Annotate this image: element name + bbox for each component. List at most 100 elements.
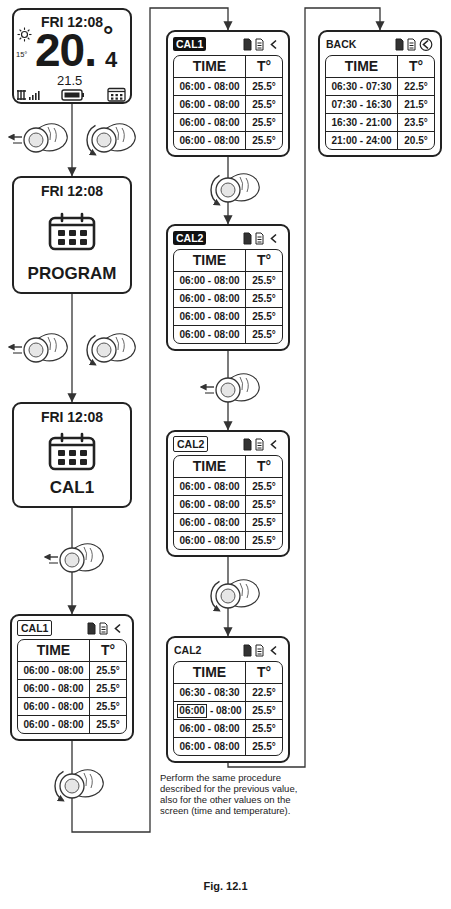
back-chevron xyxy=(272,234,277,242)
control-knob xyxy=(55,770,103,801)
knob-ring xyxy=(216,584,240,608)
header-icons xyxy=(243,438,283,451)
radiator-icon xyxy=(17,90,26,100)
screen-text: 25.5° xyxy=(252,81,275,92)
screen-text: TIME xyxy=(193,58,226,74)
press-mark xyxy=(13,142,22,143)
press-mark xyxy=(49,562,58,563)
calendar-dot xyxy=(116,94,118,96)
screen-text: 22.5° xyxy=(252,687,275,698)
page-icon xyxy=(100,623,107,634)
calendar-dot xyxy=(111,98,113,100)
screen-text: 16:30 - 21:00 xyxy=(331,117,391,128)
sun-ray xyxy=(28,38,30,40)
screen-text: T° xyxy=(101,642,115,658)
calendar-day xyxy=(69,450,76,456)
screen-text: 06:00 - 08:00 xyxy=(179,329,239,340)
calendar-icon xyxy=(47,432,97,472)
page-icon xyxy=(396,39,403,50)
screen-text: TIME xyxy=(193,458,226,474)
knob-ring xyxy=(92,338,116,362)
display-screen: FRI 12:08CAL1 xyxy=(12,402,132,508)
control-knob xyxy=(9,124,67,152)
control-knob xyxy=(45,544,103,572)
page-icon xyxy=(256,645,263,656)
page-icon xyxy=(244,439,251,450)
screen-text: 06:00 - 08:00 xyxy=(179,117,239,128)
screen-text: 25.5° xyxy=(252,499,275,510)
back-chevron xyxy=(116,624,121,632)
knob-cap xyxy=(65,553,79,567)
screen-text: CAL2 xyxy=(173,231,206,245)
screen-text: 25.5° xyxy=(252,275,275,286)
schedule-screen: CAL2TIMET°06:30 - 08:3022.5°06:00- 08:00… xyxy=(166,636,290,763)
screen-text: BACK xyxy=(325,37,359,51)
press-arrow xyxy=(45,556,58,557)
screen-text: 25.5° xyxy=(252,741,275,752)
calendar-day xyxy=(80,450,87,456)
screen-text: 21:00 - 24:00 xyxy=(331,135,391,146)
screen-text: FRI 12:08 xyxy=(41,409,103,425)
screen-text: 06:00 - 08:00 xyxy=(179,723,239,734)
signal-bar xyxy=(32,95,34,100)
calendar-bar xyxy=(50,223,94,226)
calendar-ring xyxy=(62,214,82,221)
screen-text: T° xyxy=(257,252,271,268)
signal-bar xyxy=(35,93,37,100)
back-chevron xyxy=(272,440,277,448)
knob-cap xyxy=(97,133,111,147)
header-icons xyxy=(87,622,127,635)
screen-text: 06:30 - 07:30 xyxy=(331,81,391,92)
press-arrow xyxy=(9,346,22,347)
calendar-ring xyxy=(62,434,82,441)
knob-ring xyxy=(60,548,84,572)
screen-text: 06:00 - 08:00 xyxy=(179,535,239,546)
screen-text: FRI 12:08 xyxy=(41,183,103,199)
page-icon xyxy=(256,39,263,50)
display-screen: FRI 12:08PROGRAM xyxy=(12,176,132,294)
calendar-frame xyxy=(50,218,94,249)
sun-icon xyxy=(22,32,28,38)
press-arrow xyxy=(201,386,214,387)
screen-text: 06:00 - 08:00 xyxy=(23,701,83,712)
screen-text: 06:00 - 08:00 xyxy=(179,275,239,286)
calendar-day xyxy=(58,239,65,245)
back-chevron xyxy=(424,40,429,48)
calendar-dot xyxy=(111,94,113,96)
page-icon xyxy=(256,439,263,450)
screen-text: 25.5° xyxy=(96,665,119,676)
screen-text: TIME xyxy=(345,58,378,74)
battery-level xyxy=(65,93,80,98)
calendar-day xyxy=(80,239,87,245)
screen-text: 06:00 - 08:00 xyxy=(179,135,239,146)
screen-text: 06:00 - 08:00 xyxy=(179,499,239,510)
header-icons xyxy=(243,644,283,657)
calendar-day xyxy=(80,459,87,465)
screen-text: 25.5° xyxy=(252,311,275,322)
page-icon xyxy=(244,233,251,244)
screen-text: 06:00 - 08:00 xyxy=(179,99,239,110)
screen-text: 06:00 - 08:00 xyxy=(179,311,239,322)
screen-text: 06:00 - 08:00 xyxy=(23,683,83,694)
page-icon xyxy=(244,645,251,656)
screen-text: 21.5 xyxy=(57,73,82,88)
screen-text: 06:00 - 08:00 xyxy=(179,741,239,752)
control-knob xyxy=(201,374,259,402)
screen-text: 06:00 - 08:00 xyxy=(23,719,83,730)
finger xyxy=(116,127,124,142)
calendar-day xyxy=(58,450,65,456)
screen-text: 06:00 - 08:00 xyxy=(179,293,239,304)
schedule-screen: BACKTIMET°06:30 - 07:3022.5°07:30 - 16:3… xyxy=(318,30,442,157)
screen-text: 25.5° xyxy=(252,329,275,340)
calendar-day xyxy=(69,239,76,245)
finger xyxy=(84,547,92,562)
knob-ring xyxy=(92,128,116,152)
calendar-day xyxy=(58,230,65,236)
rotate-arrow xyxy=(87,125,96,154)
calendar-icon xyxy=(108,91,125,92)
knob-cap xyxy=(65,779,79,793)
screen-text: ° xyxy=(103,20,113,50)
header-icons xyxy=(395,38,435,51)
screen-text: 4 xyxy=(105,47,117,72)
calendar-frame xyxy=(50,438,94,469)
